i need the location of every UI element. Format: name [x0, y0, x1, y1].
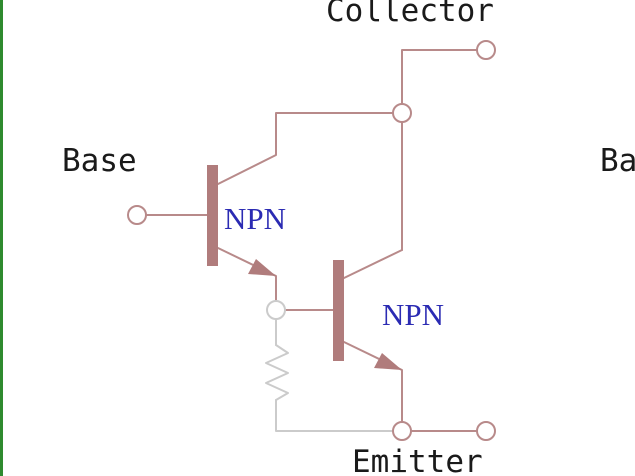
emitter-terminal	[476, 421, 496, 441]
q2-base-bar	[333, 260, 344, 361]
q1-collector-wire	[217, 112, 403, 185]
q1-emitter-junction	[266, 300, 286, 320]
q1-emitter-wire	[217, 247, 277, 311]
collector-wire	[401, 49, 487, 251]
base-label-cut: Ba	[600, 143, 635, 179]
collector-terminal	[476, 40, 496, 60]
emitter-junction	[392, 421, 412, 441]
q2-collector-wire	[343, 249, 403, 279]
base-terminal	[127, 205, 147, 225]
left-edge-bar	[0, 0, 3, 476]
q2-type-label: NPN	[382, 297, 444, 332]
q1-type-label: NPN	[224, 201, 286, 236]
base-label: Base	[62, 143, 137, 179]
q2-emitter-wire	[343, 341, 403, 423]
resistor	[265, 344, 289, 401]
q2-emitter-arrow-icon	[374, 353, 402, 370]
q1-emitter-arrow-icon	[248, 259, 276, 276]
collector-label: Collector	[326, 0, 494, 29]
resistor-bottom-wire	[275, 399, 394, 432]
collector-junction	[392, 103, 412, 123]
emitter-label: Emitter	[352, 444, 483, 476]
q1-base-bar	[207, 165, 218, 266]
